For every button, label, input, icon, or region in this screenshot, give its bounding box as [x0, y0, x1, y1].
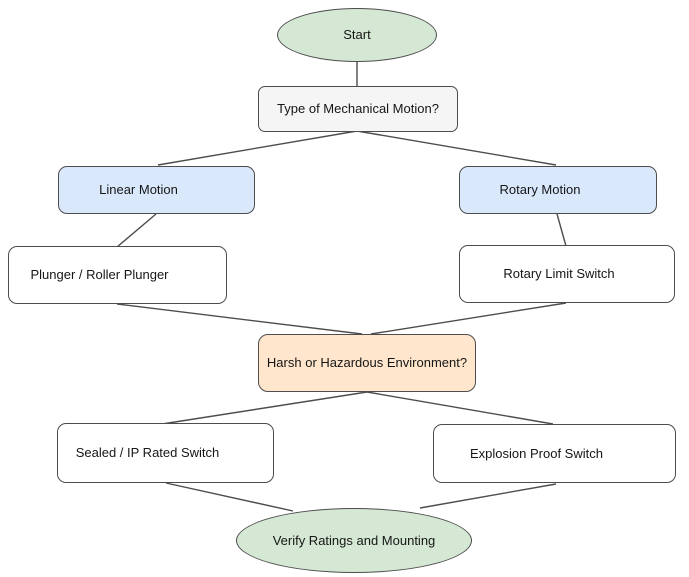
edge-plunger-to-environment: [116, 303, 363, 335]
edge-linear-to-plunger: [116, 213, 157, 248]
edge-motion-question-to-linear: [157, 130, 358, 166]
edge-environment-to-explosion: [366, 391, 554, 425]
plunger-roller-plunger-node: Plunger / Roller Plunger: [8, 246, 227, 304]
edge-environment-to-sealed: [161, 391, 368, 425]
edge-motion-question-to-rotary: [356, 130, 557, 166]
edge-sealed-to-verify: [165, 482, 294, 512]
edge-explosion-to-verify: [419, 483, 557, 509]
sealed-ip-rated-switch-node: Sealed / IP Rated Switch: [57, 423, 274, 483]
rotary-limit-switch-node: Rotary Limit Switch: [459, 245, 675, 303]
environment-question-node: Harsh or Hazardous Environment?: [258, 334, 476, 392]
motion-type-question-node: Type of Mechanical Motion?: [258, 86, 458, 132]
rotary-motion-node: Rotary Motion: [459, 166, 657, 214]
explosion-proof-switch-node: Explosion Proof Switch: [433, 424, 676, 483]
linear-motion-node: Linear Motion: [58, 166, 255, 214]
edge-rotary-to-rotary-limit: [556, 213, 567, 247]
start-node: Start: [277, 8, 437, 62]
edge-rotary-limit-to-environment: [370, 302, 567, 335]
verify-ratings-mounting-node: Verify Ratings and Mounting: [236, 508, 472, 573]
